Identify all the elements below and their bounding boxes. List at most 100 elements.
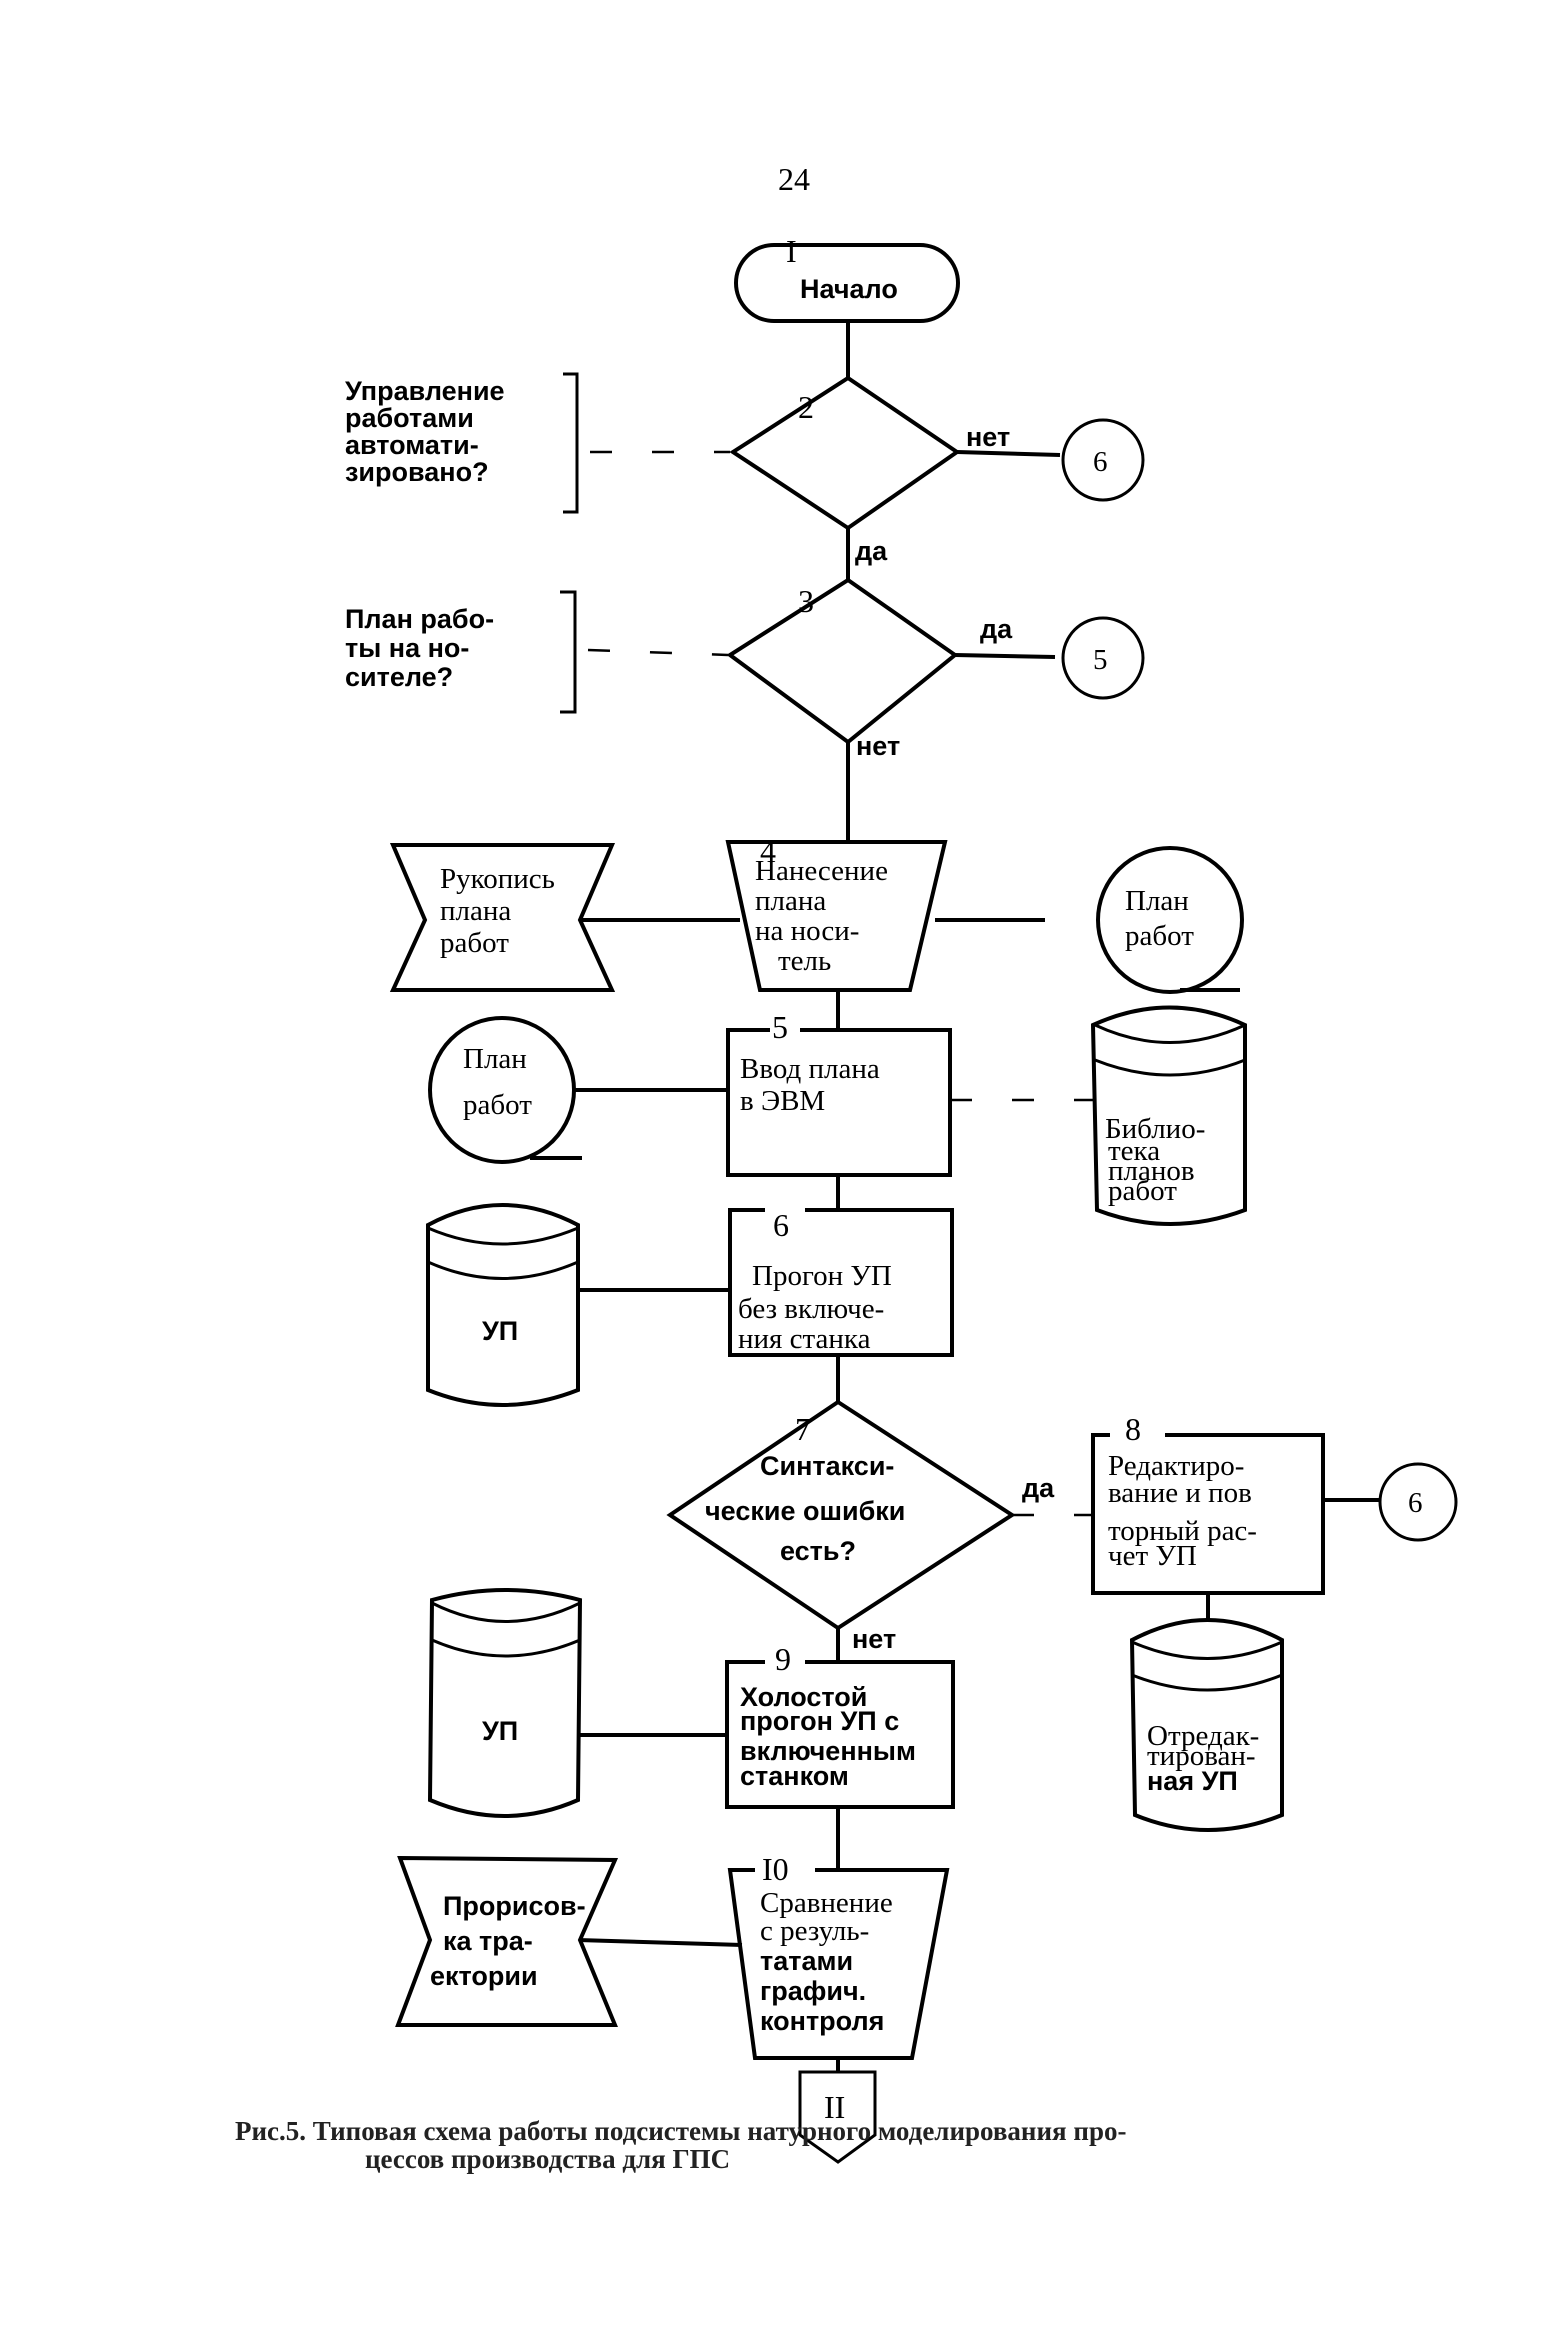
node-9-process: 9 Холостой прогон УП с включенным станко… (725, 1641, 955, 1809)
process-box (1091, 1433, 1325, 1595)
flow-line (577, 1938, 743, 1947)
flow-line (954, 653, 1056, 659)
cylinder-ring (1131, 1673, 1283, 1692)
connector-6-right: 6 (1378, 1462, 1458, 1542)
tape-shape (428, 1016, 576, 1164)
node-3-comment-line: План рабо- (345, 604, 494, 634)
number-gap (755, 1860, 815, 1880)
node-8-line: чет УП (1108, 1540, 1197, 1572)
number-gap (1110, 1425, 1165, 1445)
node-5-process: 5 Ввод плана в ЭВМ (726, 1009, 952, 1177)
storage-line: Отредак- (1147, 1720, 1259, 1752)
control-program-storage-2: УП (427, 1588, 583, 1818)
figure-caption-line-1: Рис.5. Типовая схема работы подсистемы н… (235, 2116, 1126, 2146)
tape-line: работ (463, 1089, 532, 1121)
tape-shape (1096, 846, 1244, 994)
node-9-line: включенным (740, 1736, 916, 1766)
process-box (725, 1660, 955, 1809)
work-plan-tape-left: План работ (428, 1016, 582, 1164)
node-8-line: Редактиро- (1108, 1450, 1244, 1482)
node-2-comment-line: зировано? (345, 457, 489, 487)
node-11-number: II (824, 2089, 845, 2125)
node-10-line: контроля (760, 2006, 884, 2036)
decision-shape (729, 375, 961, 531)
offpage-connector-shape (798, 2070, 877, 2164)
branch-label-no: нет (852, 1624, 896, 1654)
process-box (728, 1208, 954, 1357)
node-8-line: вание и пов (1108, 1477, 1252, 1509)
page-number: 24 (778, 161, 810, 197)
cylinder-ring (431, 1638, 581, 1658)
storage-line: тирован- (1147, 1740, 1256, 1772)
document-line: ектории (430, 1961, 538, 1991)
node-5-line: в ЭВМ (740, 1085, 825, 1117)
storage-label: УП (482, 1716, 518, 1746)
edited-program-storage: Отредак- тирован- ная УП (1129, 1618, 1284, 1832)
tape-line: План (463, 1043, 527, 1075)
storage-label: УП (482, 1316, 518, 1346)
node-7-line: ческие ошибки (705, 1496, 905, 1526)
trapezoid-shape (727, 1868, 950, 2060)
node-8-process: 8 Редактиро- вание и пов торный рас- чет… (1091, 1411, 1325, 1595)
node-4-line: плана (755, 885, 826, 917)
node-3-number: 3 (798, 583, 814, 619)
connector-circle (1061, 418, 1145, 502)
node-5-line: Ввод плана (740, 1053, 880, 1085)
node-6-line: Прогон УП (752, 1260, 892, 1292)
node-6-line: ния станка (738, 1323, 871, 1355)
node-10-line: с резуль- (760, 1915, 869, 1947)
document-shape (395, 1855, 619, 2027)
node-3-decision: 3 План рабо- ты на но- сителе? да 5 нет (345, 577, 1145, 761)
decision-shape (726, 577, 959, 745)
node-7-number: 7 (795, 1411, 811, 1447)
storage-line: Библио- (1105, 1113, 1205, 1145)
branch-label-yes: да (855, 536, 888, 566)
document-line: работ (440, 927, 509, 959)
branch-label-no: нет (966, 422, 1010, 452)
branch-label-no: нет (856, 731, 900, 761)
document-line: Рукопись (440, 863, 555, 895)
number-gap (765, 1200, 805, 1220)
comment-bracket (560, 590, 577, 714)
node-4-line: на носи- (755, 915, 859, 947)
node-8-number: 8 (1125, 1411, 1141, 1447)
node-6-line: без включе- (738, 1293, 884, 1325)
node-9-line: станком (740, 1761, 849, 1791)
storage-line: тека (1108, 1135, 1160, 1167)
node-9-line: прогон УП с (740, 1706, 899, 1736)
process-box (726, 1028, 952, 1177)
node-4-number: 4 (760, 833, 776, 869)
node-9-line: Холостой (740, 1682, 867, 1712)
figure-caption-line-2: цессов производства для ГПС (365, 2144, 730, 2174)
node-7-line: есть? (780, 1536, 856, 1566)
connector-circle (1378, 1462, 1458, 1542)
node-2-comment-line: автомати- (345, 430, 479, 460)
node-6-number: 6 (773, 1207, 789, 1243)
comment-line (587, 648, 729, 657)
node-8-line: торный рас- (1108, 1515, 1257, 1547)
node-3-comment-line: сителе? (345, 662, 453, 692)
node-2-comment-line: работами (345, 403, 474, 433)
number-gap (765, 1650, 805, 1670)
document-line: ка тра- (443, 1926, 533, 1956)
flow-line (956, 450, 1061, 457)
number-gap (770, 1010, 800, 1040)
node-2-number: 2 (798, 389, 814, 425)
cylinder-body (427, 1588, 583, 1818)
cylinder-ring (431, 1601, 581, 1623)
cylinder-ring (1094, 1058, 1246, 1077)
node-7-decision: 7 Синтакси- ческие ошибки есть? да нет (666, 1399, 1055, 1654)
storage-line: ная УП (1147, 1766, 1238, 1796)
trapezoid-shape (725, 840, 948, 992)
node-4-manual-input: 4 Нанесение плана на носи- тель (725, 833, 948, 992)
cylinder-body (426, 1203, 580, 1407)
handwritten-plan-document: Рукопись плана работ (389, 843, 616, 992)
document-line: плана (440, 895, 511, 927)
cylinder-ring (427, 1226, 579, 1246)
cylinder-ring (1094, 1023, 1246, 1044)
connector-circle (1061, 616, 1145, 700)
node-10-line: татами (760, 1946, 853, 1976)
connector-label: 6 (1093, 446, 1108, 478)
node-3-comment-line: ты на но- (345, 633, 469, 663)
